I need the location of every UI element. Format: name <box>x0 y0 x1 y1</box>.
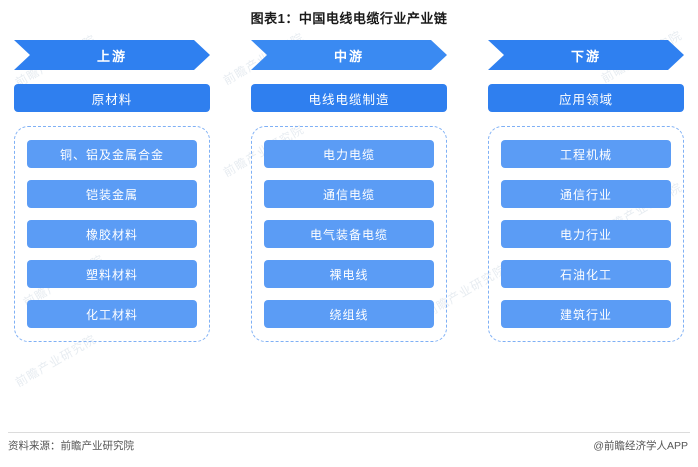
list-item[interactable]: 建筑行业 <box>501 300 671 328</box>
list-item[interactable]: 塑料材料 <box>27 260 197 288</box>
footer-divider <box>8 432 690 433</box>
column-upstream: 上游 原材料 铜、铝及金属合金 铠装金属 橡胶材料 塑料材料 化工材料 <box>14 40 210 342</box>
list-item[interactable]: 裸电线 <box>264 260 434 288</box>
banner-upstream: 上游 <box>14 40 210 70</box>
banner-downstream: 下游 <box>488 40 684 70</box>
item-group-upstream: 铜、铝及金属合金 铠装金属 橡胶材料 塑料材料 化工材料 <box>14 126 210 342</box>
credit-note: @前瞻经济学人APP <box>593 440 688 452</box>
list-item[interactable]: 通信行业 <box>501 180 671 208</box>
column-midstream: 中游 电线电缆制造 电力电缆 通信电缆 电气装备电缆 裸电线 绕组线 <box>251 40 447 342</box>
list-item[interactable]: 石油化工 <box>501 260 671 288</box>
source-note: 资料来源：前瞻产业研究院 <box>8 440 134 452</box>
list-item[interactable]: 电气装备电缆 <box>264 220 434 248</box>
banner-midstream: 中游 <box>251 40 447 70</box>
list-item[interactable]: 电力行业 <box>501 220 671 248</box>
section-header-midstream: 电线电缆制造 <box>251 84 447 112</box>
list-item[interactable]: 铜、铝及金属合金 <box>27 140 197 168</box>
chain-columns: 上游 原材料 铜、铝及金属合金 铠装金属 橡胶材料 塑料材料 化工材料 中游 电… <box>0 40 698 420</box>
section-header-downstream: 应用领域 <box>488 84 684 112</box>
list-item[interactable]: 绕组线 <box>264 300 434 328</box>
page-title: 图表1：中国电线电缆行业产业链 <box>250 11 448 26</box>
list-item[interactable]: 工程机械 <box>501 140 671 168</box>
list-item[interactable]: 铠装金属 <box>27 180 197 208</box>
column-downstream: 下游 应用领域 工程机械 通信行业 电力行业 石油化工 建筑行业 <box>488 40 684 342</box>
list-item[interactable]: 橡胶材料 <box>27 220 197 248</box>
list-item[interactable]: 电力电缆 <box>264 140 434 168</box>
section-header-upstream: 原材料 <box>14 84 210 112</box>
item-group-midstream: 电力电缆 通信电缆 电气装备电缆 裸电线 绕组线 <box>251 126 447 342</box>
item-group-downstream: 工程机械 通信行业 电力行业 石油化工 建筑行业 <box>488 126 684 342</box>
list-item[interactable]: 通信电缆 <box>264 180 434 208</box>
list-item[interactable]: 化工材料 <box>27 300 197 328</box>
